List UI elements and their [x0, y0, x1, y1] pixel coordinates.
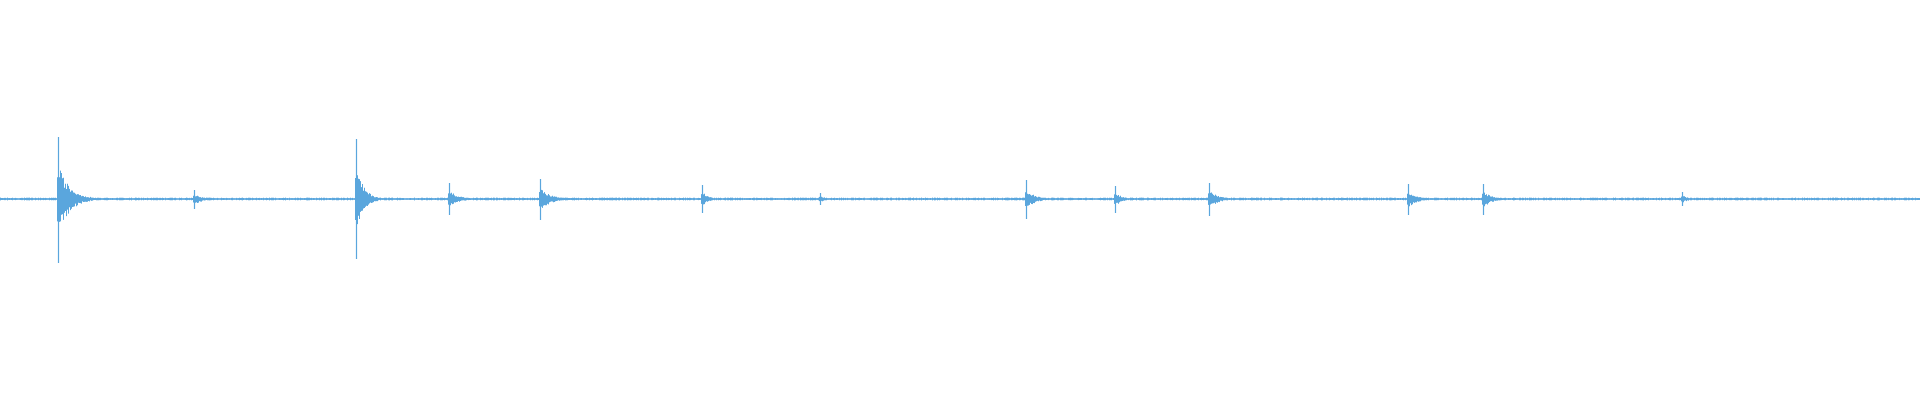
waveform-trace — [0, 137, 1920, 263]
